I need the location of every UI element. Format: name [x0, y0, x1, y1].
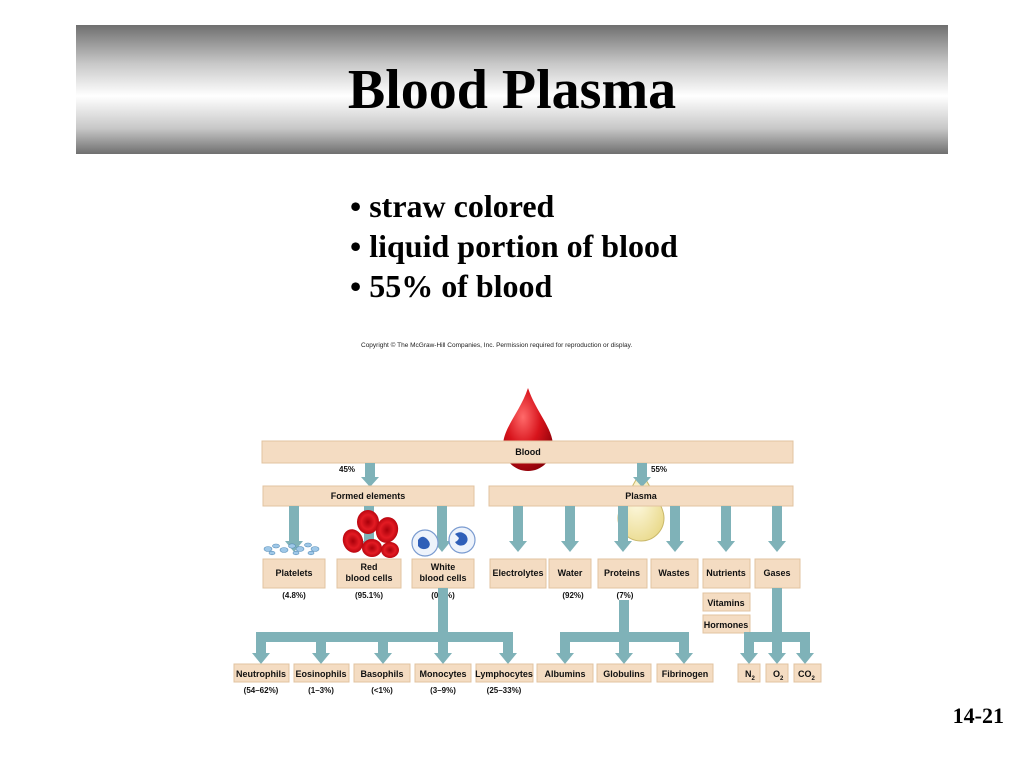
bottom-boxes [233, 663, 822, 683]
category-boxes [262, 558, 801, 634]
nutrients-label: Nutrients [706, 568, 746, 578]
arrow-head [633, 477, 651, 487]
red-blood-cells-label-2: blood cells [345, 573, 392, 583]
neutrophils-label: Neutrophils [236, 669, 286, 679]
water-label: Water [558, 568, 583, 578]
wastes-box [650, 558, 699, 589]
co2-symbol: CO [798, 669, 812, 679]
basophils-label: Basophils [360, 669, 403, 679]
electrolytes-box [489, 558, 547, 589]
n2-label: N2 [745, 669, 756, 682]
lymphocytes-box [475, 663, 534, 683]
o2-symbol: O [773, 669, 780, 679]
co2-subscript: 2 [812, 676, 816, 682]
bullet-item: 55% of blood [350, 266, 678, 306]
gases-box [754, 558, 801, 589]
o2-box [765, 663, 789, 683]
o2-subscript: 2 [780, 676, 784, 682]
water-box [548, 558, 592, 589]
n2-symbol: N [745, 669, 752, 679]
arrow-shaft [637, 463, 647, 478]
lymphocytes-pct: (25–33%) [487, 686, 522, 695]
plasma-box [488, 485, 794, 507]
page-number: 14-21 [952, 703, 1004, 728]
water-pct: (92%) [562, 591, 584, 600]
arrow-group [361, 463, 651, 487]
platelets-box [262, 558, 326, 589]
fibrinogen-box [656, 663, 714, 683]
proteins-label: Proteins [604, 568, 640, 578]
white-blood-cells-icon [411, 526, 476, 557]
co2-label: CO2 [798, 669, 816, 682]
hormones-box [702, 614, 751, 634]
co2-box [793, 663, 822, 683]
eosinophils-box [293, 663, 350, 683]
vitamins-box [702, 592, 751, 612]
n2-box [737, 663, 761, 683]
albumins-box [536, 663, 594, 683]
neutrophils-box [233, 663, 290, 683]
formed-pct-label: 45% [339, 465, 355, 474]
white-blood-cells-box [411, 558, 475, 589]
wastes-label: Wastes [658, 568, 689, 578]
proteins-box [597, 558, 648, 589]
bullet-list: straw colored liquid portion of blood 55… [350, 186, 678, 306]
copyright-notice: Copyright © The McGraw-Hill Companies, I… [361, 341, 632, 349]
formed-elements-label: Formed elements [331, 491, 406, 501]
nutrients-box [702, 558, 751, 589]
eosinophils-label: Eosinophils [295, 669, 346, 679]
electrolytes-label: Electrolytes [492, 568, 543, 578]
platelets-icon [263, 542, 320, 556]
monocytes-label: Monocytes [419, 669, 466, 679]
red-blood-cells-label-1: Red [360, 562, 377, 572]
red-blood-cells-icon [342, 510, 399, 558]
globulins-label: Globulins [603, 669, 645, 679]
basophils-pct: (<1%) [371, 686, 393, 695]
basophils-box [353, 663, 411, 683]
gases-label: Gases [763, 568, 790, 578]
neutrophils-pct: (54–62%) [244, 686, 279, 695]
slide-title: Blood Plasma [347, 59, 677, 121]
plasma-label: Plasma [625, 491, 658, 501]
fibrinogen-label: Fibrinogen [662, 669, 709, 679]
lymphocytes-label: Lymphocytes [475, 669, 533, 679]
blood-label: Blood [515, 447, 541, 457]
bullet-item: straw colored [350, 186, 678, 226]
albumins-label: Albumins [544, 669, 585, 679]
arrow-head [361, 477, 379, 487]
plasma-pct-label: 55% [651, 465, 667, 474]
white-blood-cells-label-2: blood cells [419, 573, 466, 583]
arrow-shaft [365, 463, 375, 478]
white-blood-cells-label-1: White [431, 562, 456, 572]
blood-box [261, 440, 794, 464]
title-bar: Blood Plasma [76, 25, 948, 154]
bullet-item: liquid portion of blood [350, 226, 678, 266]
red-blood-cells-pct: (95.1%) [355, 591, 383, 600]
globulins-box [596, 663, 652, 683]
platelets-pct: (4.8%) [282, 591, 306, 600]
monocytes-box [414, 663, 472, 683]
eosinophils-pct: (1–3%) [308, 686, 334, 695]
n2-subscript: 2 [752, 676, 756, 682]
branch-connectors [252, 588, 814, 664]
hormones-label: Hormones [704, 620, 749, 630]
vitamins-label: Vitamins [707, 598, 744, 608]
monocytes-pct: (3–9%) [430, 686, 456, 695]
o2-label: O2 [773, 669, 784, 682]
platelets-label: Platelets [275, 568, 312, 578]
red-blood-cells-box [336, 558, 402, 589]
proteins-pct: (7%) [617, 591, 634, 600]
